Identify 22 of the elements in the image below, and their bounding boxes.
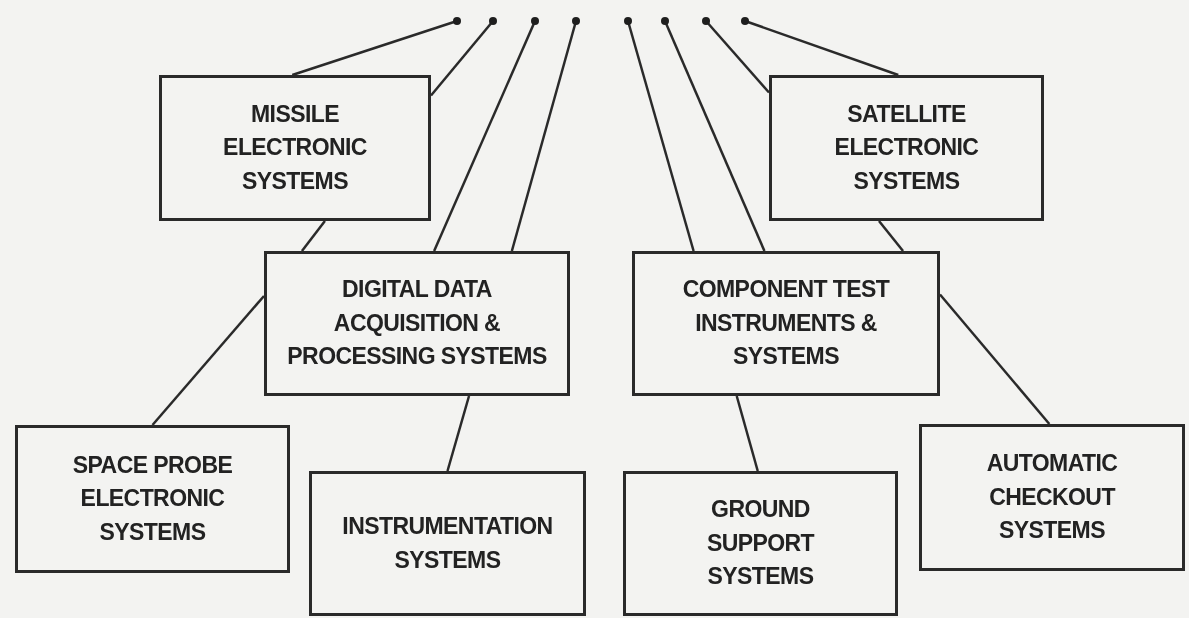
connector-line bbox=[735, 395, 759, 472]
connector-line bbox=[878, 220, 904, 252]
connector-line bbox=[151, 295, 265, 426]
box-label: AUTOMATIC CHECKOUT SYSTEMS bbox=[985, 449, 1119, 546]
box-label: MISSILE ELECTRONIC SYSTEMS bbox=[222, 100, 368, 196]
box-label: SATELLITE ELECTRONIC SYSTEMS bbox=[833, 100, 980, 196]
system-box bbox=[309, 471, 586, 616]
connector-line bbox=[300, 220, 326, 252]
connector-line bbox=[939, 293, 1051, 425]
box-label: GROUND SUPPORT SYSTEMS bbox=[705, 495, 816, 592]
system-box bbox=[159, 75, 431, 221]
box-label: DIGITAL DATA ACQUISITION & PROCESSING SYSTEMS bbox=[286, 275, 548, 372]
system-box bbox=[264, 251, 570, 396]
box-label: COMPONENT TEST INSTRUMENTS & SYSTEMS bbox=[681, 275, 891, 372]
system-box bbox=[632, 251, 940, 396]
box-label: INSTRUMENTATION SYSTEMS bbox=[341, 512, 554, 575]
system-box bbox=[769, 75, 1044, 221]
connector-line bbox=[446, 395, 471, 472]
system-box bbox=[15, 425, 290, 573]
box-label: SPACE PROBE ELECTRONIC SYSTEMS bbox=[71, 451, 234, 547]
system-box bbox=[623, 471, 898, 616]
system-box bbox=[919, 424, 1185, 571]
